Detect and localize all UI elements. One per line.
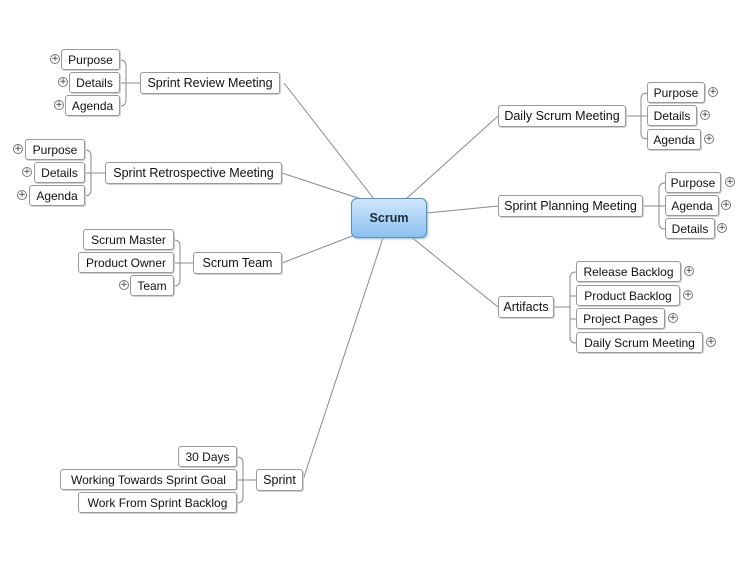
expand-plus-icon[interactable]: + — [17, 190, 27, 200]
scrum-team-product-owner[interactable]: Product Owner — [78, 252, 174, 273]
daily-scrum-details[interactable]: Details — [647, 105, 697, 126]
root-node[interactable]: Scrum — [351, 198, 427, 238]
expand-plus-icon[interactable]: + — [706, 337, 716, 347]
daily-scrum-purpose[interactable]: Purpose — [647, 82, 705, 103]
sprint-planning-agenda[interactable]: Agenda — [665, 195, 719, 216]
scrum-team-team[interactable]: Team — [130, 275, 174, 296]
branch-scrum-team[interactable]: Scrum Team — [193, 252, 282, 274]
expand-plus-icon[interactable]: + — [13, 144, 23, 154]
artifacts-release-backlog[interactable]: Release Backlog — [576, 261, 681, 282]
expand-plus-icon[interactable]: + — [708, 87, 718, 97]
branch-artifacts[interactable]: Artifacts — [498, 296, 554, 318]
expand-plus-icon[interactable]: + — [717, 223, 727, 233]
branch-sprint-planning[interactable]: Sprint Planning Meeting — [498, 195, 643, 217]
expand-plus-icon[interactable]: + — [22, 167, 32, 177]
expand-plus-icon[interactable]: + — [704, 134, 714, 144]
artifacts-daily-scrum-meeting[interactable]: Daily Scrum Meeting — [576, 332, 703, 353]
scrum-team-scrum-master[interactable]: Scrum Master — [83, 229, 174, 250]
branch-sprint-retrospective[interactable]: Sprint Retrospective Meeting — [105, 162, 282, 184]
expand-plus-icon[interactable]: + — [684, 266, 694, 276]
expand-plus-icon[interactable]: + — [119, 280, 129, 290]
expand-plus-icon[interactable]: + — [668, 313, 678, 323]
expand-plus-icon[interactable]: + — [50, 54, 60, 64]
sprint-review-details[interactable]: Details — [69, 72, 120, 93]
expand-plus-icon[interactable]: + — [721, 200, 731, 210]
branch-daily-scrum[interactable]: Daily Scrum Meeting — [498, 105, 626, 127]
sprint-planning-purpose[interactable]: Purpose — [665, 172, 721, 193]
retrospective-agenda[interactable]: Agenda — [29, 185, 85, 206]
expand-plus-icon[interactable]: + — [683, 290, 693, 300]
sprint-planning-details[interactable]: Details — [665, 218, 715, 239]
expand-plus-icon[interactable]: + — [725, 177, 735, 187]
branch-sprint[interactable]: Sprint — [256, 469, 303, 491]
retrospective-details[interactable]: Details — [34, 162, 85, 183]
sprint-work-from-backlog[interactable]: Work From Sprint Backlog — [78, 492, 237, 513]
sprint-working-towards-goal[interactable]: Working Towards Sprint Goal — [60, 469, 237, 490]
sprint-30-days[interactable]: 30 Days — [178, 446, 237, 467]
expand-plus-icon[interactable]: + — [700, 110, 710, 120]
expand-plus-icon[interactable]: + — [54, 100, 64, 110]
retrospective-purpose[interactable]: Purpose — [25, 139, 85, 160]
sprint-review-purpose[interactable]: Purpose — [61, 49, 120, 70]
branch-sprint-review[interactable]: Sprint Review Meeting — [140, 72, 280, 94]
artifacts-product-backlog[interactable]: Product Backlog — [576, 285, 680, 306]
expand-plus-icon[interactable]: + — [58, 77, 68, 87]
sprint-review-agenda[interactable]: Agenda — [65, 95, 120, 116]
daily-scrum-agenda[interactable]: Agenda — [647, 129, 701, 150]
artifacts-project-pages[interactable]: Project Pages — [576, 308, 665, 329]
